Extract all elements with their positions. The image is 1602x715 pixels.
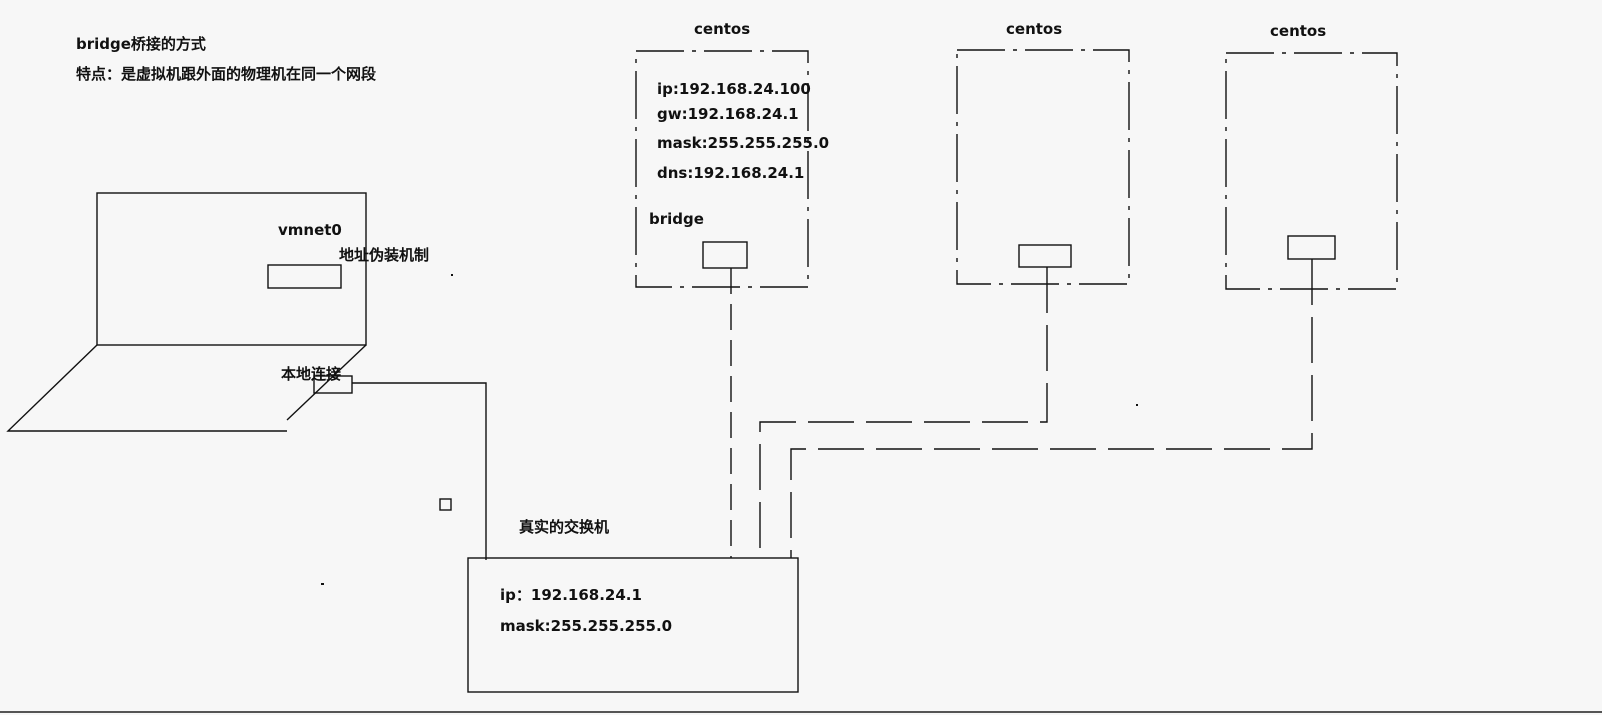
vm2-title: centos [1006, 20, 1063, 38]
vm1-title: centos [694, 20, 751, 38]
cable-host-to-switch [352, 382, 487, 560]
stray-dot [451, 274, 453, 276]
laptop-keyboard [6, 344, 287, 432]
local-connection-label: 本地连接 [281, 365, 342, 383]
switch-box [467, 557, 799, 693]
vm3-adapter [1287, 235, 1336, 260]
vm1-mask: mask:255.255.255.0 [657, 134, 830, 152]
link-vm3-to-switch [790, 259, 1313, 558]
vm2-frame [956, 49, 1130, 285]
local-connection-adapter [313, 375, 353, 394]
switch-ip: ip：192.168.24.1 [500, 586, 642, 604]
vm1-gateway: gw:192.168.24.1 [657, 105, 799, 123]
stray-square [439, 498, 452, 511]
vm1-adapter [702, 241, 748, 269]
laptop-keyboard-edge [286, 344, 367, 421]
bottom-border [0, 711, 1602, 713]
stray-dot [1136, 404, 1138, 406]
switch-mask: mask:255.255.255.0 [500, 617, 673, 635]
vm2-adapter [1018, 244, 1072, 268]
vmnet0-label: vmnet0 [278, 221, 342, 239]
diagram-title: bridge桥接的方式 [76, 35, 206, 53]
nat-label: 地址伪装机制 [339, 246, 430, 264]
link-vm2-to-switch [759, 267, 1048, 558]
vm1-dns: dns:192.168.24.1 [657, 164, 805, 182]
vm1-ip: ip:192.168.24.100 [657, 80, 811, 98]
vm1-frame [635, 50, 809, 288]
laptop-screen [96, 192, 367, 346]
vm3-title: centos [1270, 22, 1327, 40]
vmnet0-adapter [267, 264, 342, 289]
stray-dot [321, 583, 324, 585]
vm3-frame [1225, 52, 1398, 290]
vm1-bridge-label: bridge [649, 210, 704, 228]
feature-note: 特点：是虚拟机跟外面的物理机在同一个网段 [76, 65, 377, 83]
switch-title: 真实的交换机 [519, 518, 610, 536]
